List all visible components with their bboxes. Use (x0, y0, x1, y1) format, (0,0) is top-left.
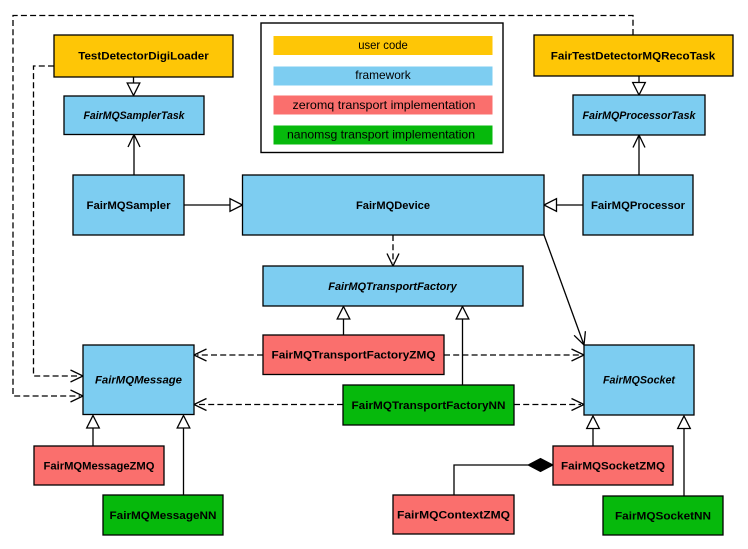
svg-text:nanomsg transport implementati: nanomsg transport implementation (287, 128, 475, 142)
svg-text:zeromq transport implementatio: zeromq transport implementation (293, 98, 476, 112)
svg-text:FairMQMessageZMQ: FairMQMessageZMQ (44, 460, 155, 472)
svg-text:FairMQProcessorTask: FairMQProcessorTask (583, 110, 697, 122)
svg-text:FairMQTransportFactoryZMQ: FairMQTransportFactoryZMQ (272, 350, 436, 362)
svg-text:FairTestDetectorMQRecoTask: FairTestDetectorMQRecoTask (551, 50, 716, 62)
svg-text:FairMQSamplerTask: FairMQSamplerTask (84, 110, 186, 122)
svg-text:user code: user code (358, 38, 408, 52)
svg-text:FairMQDevice: FairMQDevice (356, 200, 430, 212)
svg-text:FairMQMessage: FairMQMessage (95, 375, 182, 387)
svg-text:FairMQSocketNN: FairMQSocketNN (615, 510, 711, 522)
svg-text:FairMQSocketZMQ: FairMQSocketZMQ (561, 460, 665, 472)
svg-text:FairMQSampler: FairMQSampler (87, 200, 172, 212)
svg-text:FairMQTransportFactoryNN: FairMQTransportFactoryNN (352, 400, 506, 412)
svg-text:FairMQProcessor: FairMQProcessor (591, 200, 686, 212)
svg-text:FairMQSocket: FairMQSocket (603, 375, 676, 387)
svg-text:framework: framework (355, 68, 411, 82)
svg-text:FairMQTransportFactory: FairMQTransportFactory (328, 281, 457, 293)
svg-text:FairMQContextZMQ: FairMQContextZMQ (397, 509, 510, 521)
svg-text:FairMQMessageNN: FairMQMessageNN (110, 510, 217, 522)
svg-text:TestDetectorDigiLoader: TestDetectorDigiLoader (78, 50, 209, 62)
